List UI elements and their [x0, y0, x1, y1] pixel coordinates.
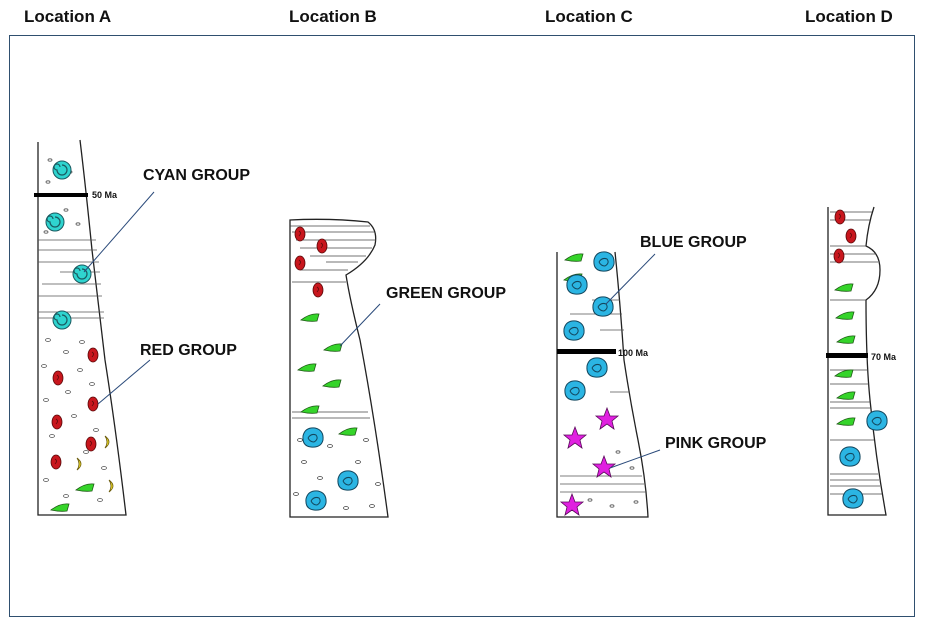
- blue-fossil-icon: [586, 357, 608, 378]
- green-group-label: GREEN GROUP: [386, 285, 506, 302]
- yellow-fossil-icon: [76, 457, 82, 471]
- green-fossil-icon: [323, 343, 343, 352]
- blue-fossil-icon: [842, 488, 864, 509]
- red-fossil-icon: [85, 436, 97, 452]
- green-fossil-icon: [297, 363, 317, 372]
- green-fossil-icon: [834, 369, 854, 378]
- red-fossil-icon: [51, 414, 63, 430]
- blue-fossil-icon: [593, 251, 615, 272]
- green-group-leader: [339, 303, 381, 347]
- green-fossil-icon: [50, 503, 70, 512]
- blue-fossil-icon: [566, 274, 588, 295]
- green-fossil-icon: [836, 417, 856, 426]
- pink-fossil-icon: [595, 407, 619, 430]
- blue-fossil-icon: [337, 470, 359, 491]
- green-fossil-icon: [836, 391, 856, 400]
- blue-fossil-icon: [302, 427, 324, 448]
- red-fossil-icon: [294, 226, 306, 242]
- pink-fossil-icon: [592, 455, 616, 478]
- green-fossil-icon: [338, 427, 358, 436]
- green-fossil-icon: [75, 483, 95, 492]
- red-fossil-icon: [52, 370, 64, 386]
- pink-fossil-icon: [560, 493, 584, 516]
- blue-fossil-icon: [564, 380, 586, 401]
- green-fossil-icon: [564, 253, 584, 262]
- red-group-leader: [97, 359, 151, 405]
- location-d-age-label: 70 Ma: [871, 352, 897, 362]
- column-c: 100 Ma: [556, 251, 649, 518]
- location-c-title: Location C: [545, 7, 633, 26]
- cyan-fossil-icon: [45, 212, 65, 232]
- green-fossil-icon: [834, 283, 854, 292]
- blue-fossil-icon: [563, 320, 585, 341]
- location-a-title: Location A: [24, 7, 112, 26]
- column-d: 70 Ma: [826, 206, 897, 516]
- cyan-fossil-icon: [52, 310, 72, 330]
- location-a-age-label: 50 Ma: [92, 190, 118, 200]
- red-fossil-icon: [845, 228, 857, 244]
- cyan-fossil-icon: [52, 160, 72, 180]
- location-c-age-label: 100 Ma: [618, 348, 649, 358]
- red-fossil-icon: [87, 347, 99, 363]
- yellow-fossil-icon: [104, 435, 110, 449]
- red-fossil-icon: [294, 255, 306, 271]
- green-fossil-icon: [835, 311, 855, 320]
- blue-fossil-icon: [839, 446, 861, 467]
- red-fossil-icon: [312, 282, 324, 298]
- cyan-group-label: CYAN GROUP: [143, 167, 250, 184]
- pink-group-label: PINK GROUP: [665, 435, 767, 452]
- green-fossil-icon: [300, 405, 320, 414]
- diagram-frame: [9, 35, 915, 617]
- location-b-title: Location B: [289, 7, 377, 26]
- cyan-group-leader: [83, 191, 155, 273]
- red-fossil-icon: [50, 454, 62, 470]
- red-fossil-icon: [87, 396, 99, 412]
- blue-group-leader: [605, 253, 656, 305]
- column-a: 50 Ma: [34, 139, 127, 516]
- green-fossil-icon: [836, 335, 856, 344]
- column-b: [289, 218, 389, 518]
- pink-fossil-icon: [563, 426, 587, 449]
- leader-lines: [83, 191, 661, 469]
- red-fossil-icon: [834, 209, 846, 225]
- red-group-label: RED GROUP: [140, 342, 237, 359]
- location-d-title: Location D: [805, 7, 893, 26]
- pink-group-leader: [609, 449, 661, 469]
- blue-group-label: BLUE GROUP: [640, 234, 747, 251]
- blue-fossil-icon: [866, 410, 888, 431]
- red-fossil-icon: [316, 238, 328, 254]
- red-fossil-icon: [833, 248, 845, 264]
- green-fossil-icon: [322, 379, 342, 388]
- yellow-fossil-icon: [108, 479, 114, 493]
- green-fossil-icon: [300, 313, 320, 322]
- blue-fossil-icon: [305, 490, 327, 511]
